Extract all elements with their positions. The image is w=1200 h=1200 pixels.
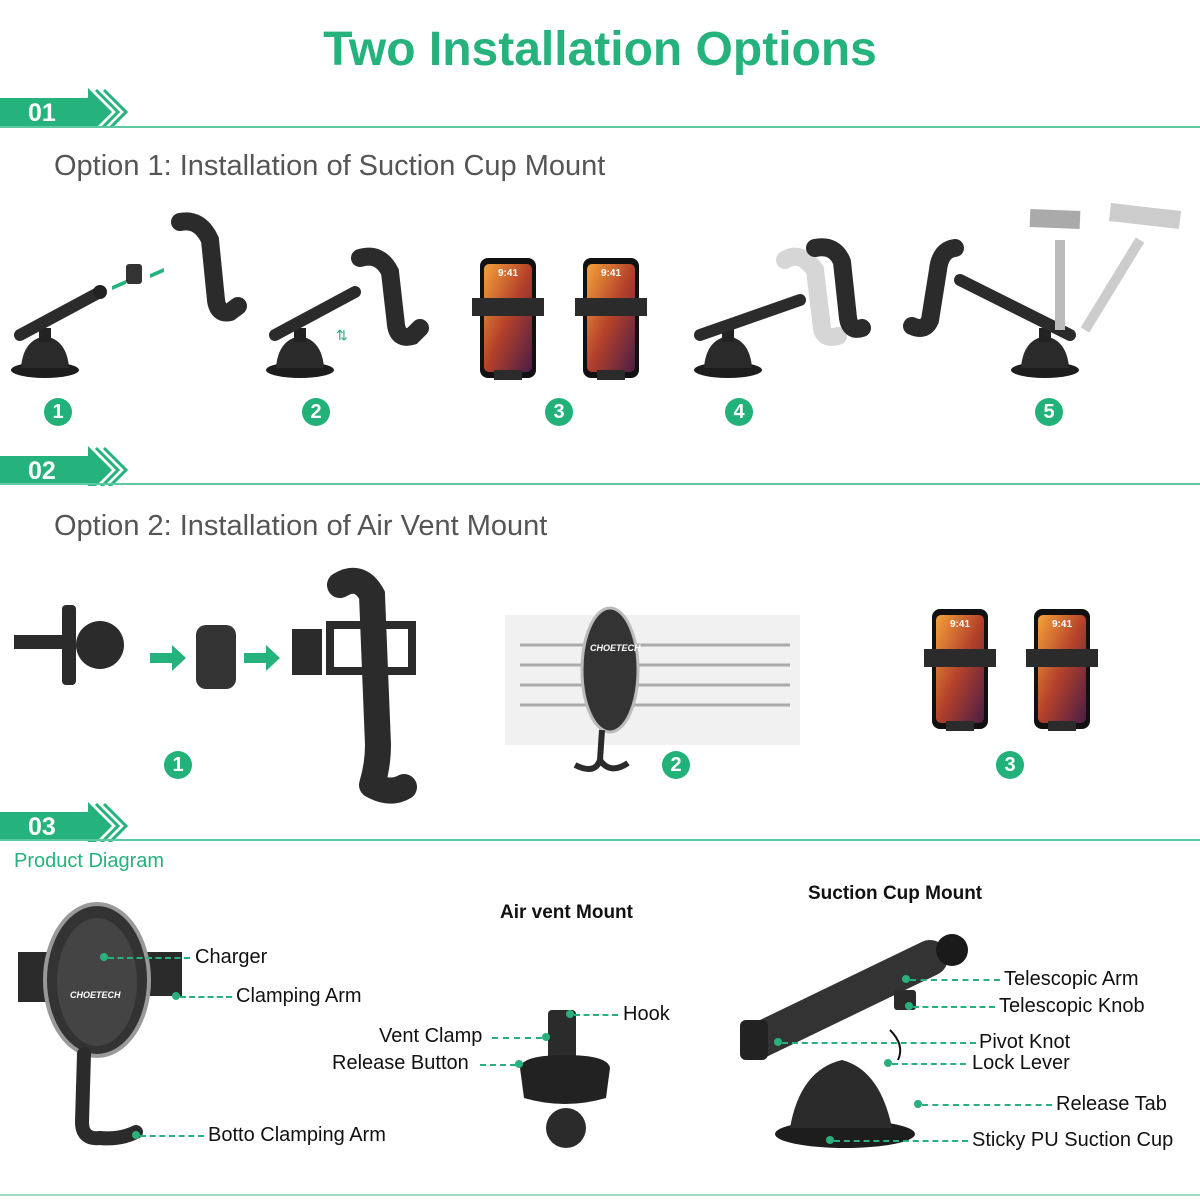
step-number: 5: [1035, 398, 1063, 426]
leader-line: [922, 1104, 1052, 1106]
step-number: 3: [996, 751, 1024, 779]
leader-line: [913, 1006, 995, 1008]
step-number: 1: [44, 398, 72, 426]
section-number: 03: [28, 813, 56, 841]
leader-line: [140, 1135, 204, 1137]
leader-line: [892, 1063, 966, 1065]
label-bottom-clamping-arm: Botto Clamping Arm: [208, 1124, 386, 1146]
label-release-tab: Release Tab: [1056, 1093, 1167, 1115]
pointer-dot: [515, 1060, 523, 1068]
section-banner-03: 03: [0, 802, 130, 842]
air-vent-mount-title: Air vent Mount: [500, 902, 633, 923]
label-hook: Hook: [623, 1003, 670, 1025]
label-sticky-pu-suction-cup: Sticky PU Suction Cup: [972, 1129, 1174, 1151]
section-number: 01: [28, 99, 56, 127]
pointer-dot: [542, 1033, 550, 1041]
phone-time: 9:41: [600, 268, 621, 279]
step-number: 2: [302, 398, 330, 426]
phone-time: 9:41: [949, 619, 970, 630]
phone-holder-image: CHOETECH: [18, 902, 182, 1146]
leader-line: [910, 979, 1000, 981]
option-2-step-images: CHOETECH: [14, 567, 1098, 804]
leader-line: [574, 1014, 618, 1016]
chevron-arrow-icon: [0, 446, 128, 486]
section-banner-01: 01: [0, 88, 130, 128]
brand-logo: CHOETECH: [590, 643, 641, 653]
product-diagram-heading: Product Diagram: [14, 850, 165, 872]
step-number: 4: [725, 398, 753, 426]
label-clamping-arm: Clamping Arm: [236, 985, 362, 1007]
step-2-image: ⇅: [266, 247, 429, 378]
leader-line: [180, 996, 232, 998]
option-1-heading: Option 1: Installation of Suction Cup Mo…: [54, 150, 606, 182]
label-vent-clamp: Vent Clamp: [379, 1025, 483, 1047]
option-2-heading: Option 2: Installation of Air Vent Mount: [54, 510, 548, 542]
leader-line: [834, 1140, 968, 1142]
pointer-dot: [774, 1038, 782, 1046]
step-number: 1: [164, 751, 192, 779]
step-2-image: CHOETECH: [505, 606, 800, 772]
label-pivot-knot: Pivot Knot: [979, 1031, 1071, 1053]
air-vent-mount-image: [520, 1010, 610, 1148]
pointer-dot: [902, 975, 910, 983]
phone-time: 9:41: [497, 268, 518, 279]
leader-line: [492, 1037, 542, 1039]
label-telescopic-arm: Telescopic Arm: [1004, 968, 1139, 990]
leader-line: [480, 1064, 516, 1066]
product-diagram-images: CHOETECH: [18, 902, 968, 1148]
step-1-image: [11, 212, 247, 378]
step-5-image: [903, 203, 1182, 378]
pointer-dot: [914, 1100, 922, 1108]
section-banner-02: 02: [0, 446, 130, 486]
step-4-image: [694, 238, 871, 378]
pointer-dot: [566, 1010, 574, 1018]
bottom-divider: [0, 1194, 1200, 1196]
phone-time: 9:41: [1051, 619, 1072, 630]
divider: [0, 483, 1200, 485]
step-number: 2: [662, 751, 690, 779]
pointer-dot: [172, 992, 180, 1000]
pointer-dot: [884, 1059, 892, 1067]
option-1-step-images: ⇅: [11, 203, 1182, 380]
section-number: 02: [28, 457, 56, 485]
pointer-dot: [905, 1002, 913, 1010]
brand-logo: CHOETECH: [70, 990, 121, 1000]
label-telescopic-knob: Telescopic Knob: [999, 995, 1145, 1017]
divider: [0, 839, 1200, 841]
step-1-image: [14, 567, 417, 804]
divider: [0, 126, 1200, 128]
label-charger: Charger: [195, 946, 268, 968]
svg-text:⇅: ⇅: [336, 327, 348, 343]
leader-line: [108, 957, 190, 959]
page-title: Two Installation Options: [323, 23, 877, 76]
suction-cup-mount-title: Suction Cup Mount: [808, 883, 983, 904]
chevron-arrow-icon: [0, 802, 128, 842]
leader-line: [782, 1042, 976, 1044]
pointer-dot: [826, 1136, 834, 1144]
label-lock-lever: Lock Lever: [972, 1052, 1070, 1074]
pointer-dot: [100, 953, 108, 961]
pointer-dot: [132, 1131, 140, 1139]
chevron-arrow-icon: [0, 88, 128, 128]
label-release-button: Release Button: [332, 1052, 469, 1074]
step-number: 3: [545, 398, 573, 426]
